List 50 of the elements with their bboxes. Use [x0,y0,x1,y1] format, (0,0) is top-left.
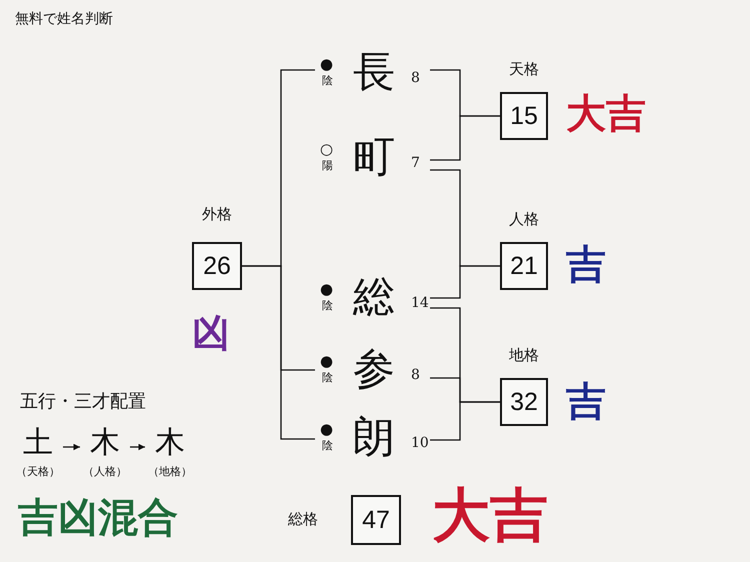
yin-yang-symbol: ● [320,422,334,437]
element-caption: （地格） [147,464,193,479]
name-character: 参 [353,348,395,390]
element-character: 木 [89,426,121,459]
yin-yang-symbol: ● [320,282,334,297]
connector-line [430,401,500,441]
connector-line [430,265,500,299]
grid-label: 地格 [508,348,540,363]
yin-yang-label: 陰 [322,372,333,383]
connector-line [63,444,80,450]
number-box: 47 [351,495,401,545]
element-character: 木 [154,426,186,459]
page-title: 無料で姓名判断 [15,10,113,28]
element-caption: （天格） [15,464,61,479]
stroke-count: 8 [411,368,420,382]
grid-label: 天格 [508,62,540,77]
fortune-text: 吉 [566,243,606,287]
element-caption: （人格） [82,464,128,479]
grid-label: 人格 [508,212,540,227]
number-box: 32 [500,378,548,426]
fortune-text: 大吉 [566,92,646,136]
stroke-count: 14 [411,296,429,310]
stroke-count: 10 [411,436,429,450]
yin-yang-symbol: ○ [320,142,334,157]
number-box: 21 [500,242,548,290]
stroke-count: 8 [411,71,420,85]
connector-line [242,265,315,440]
grid-label: 総格 [288,512,318,527]
element-character: 土 [22,426,54,459]
name-character: 町 [353,136,395,178]
fortune-text: 大吉 [432,484,548,548]
number-box: 15 [500,92,548,140]
grid-label: 外格 [201,207,233,222]
yin-yang-symbol: ● [320,57,334,72]
name-character: 朗 [353,416,395,458]
yin-yang-label: 陰 [322,300,333,311]
yin-yang-label: 陽 [322,160,333,171]
yin-yang-label: 陰 [322,440,333,451]
connector-line [130,444,145,450]
verdict-text: 吉凶混合 [18,496,178,540]
fortune-text: 凶 [192,312,230,354]
section-heading: 五行・三才配置 [20,392,146,412]
number-box: 26 [192,242,242,290]
yin-yang-symbol: ● [320,354,334,369]
stroke-count: 7 [411,156,420,170]
fortune-text: 吉 [566,380,606,424]
name-character: 総 [353,276,395,318]
yin-yang-label: 陰 [322,75,333,86]
name-character: 長 [353,51,395,93]
connector-line [430,115,500,161]
